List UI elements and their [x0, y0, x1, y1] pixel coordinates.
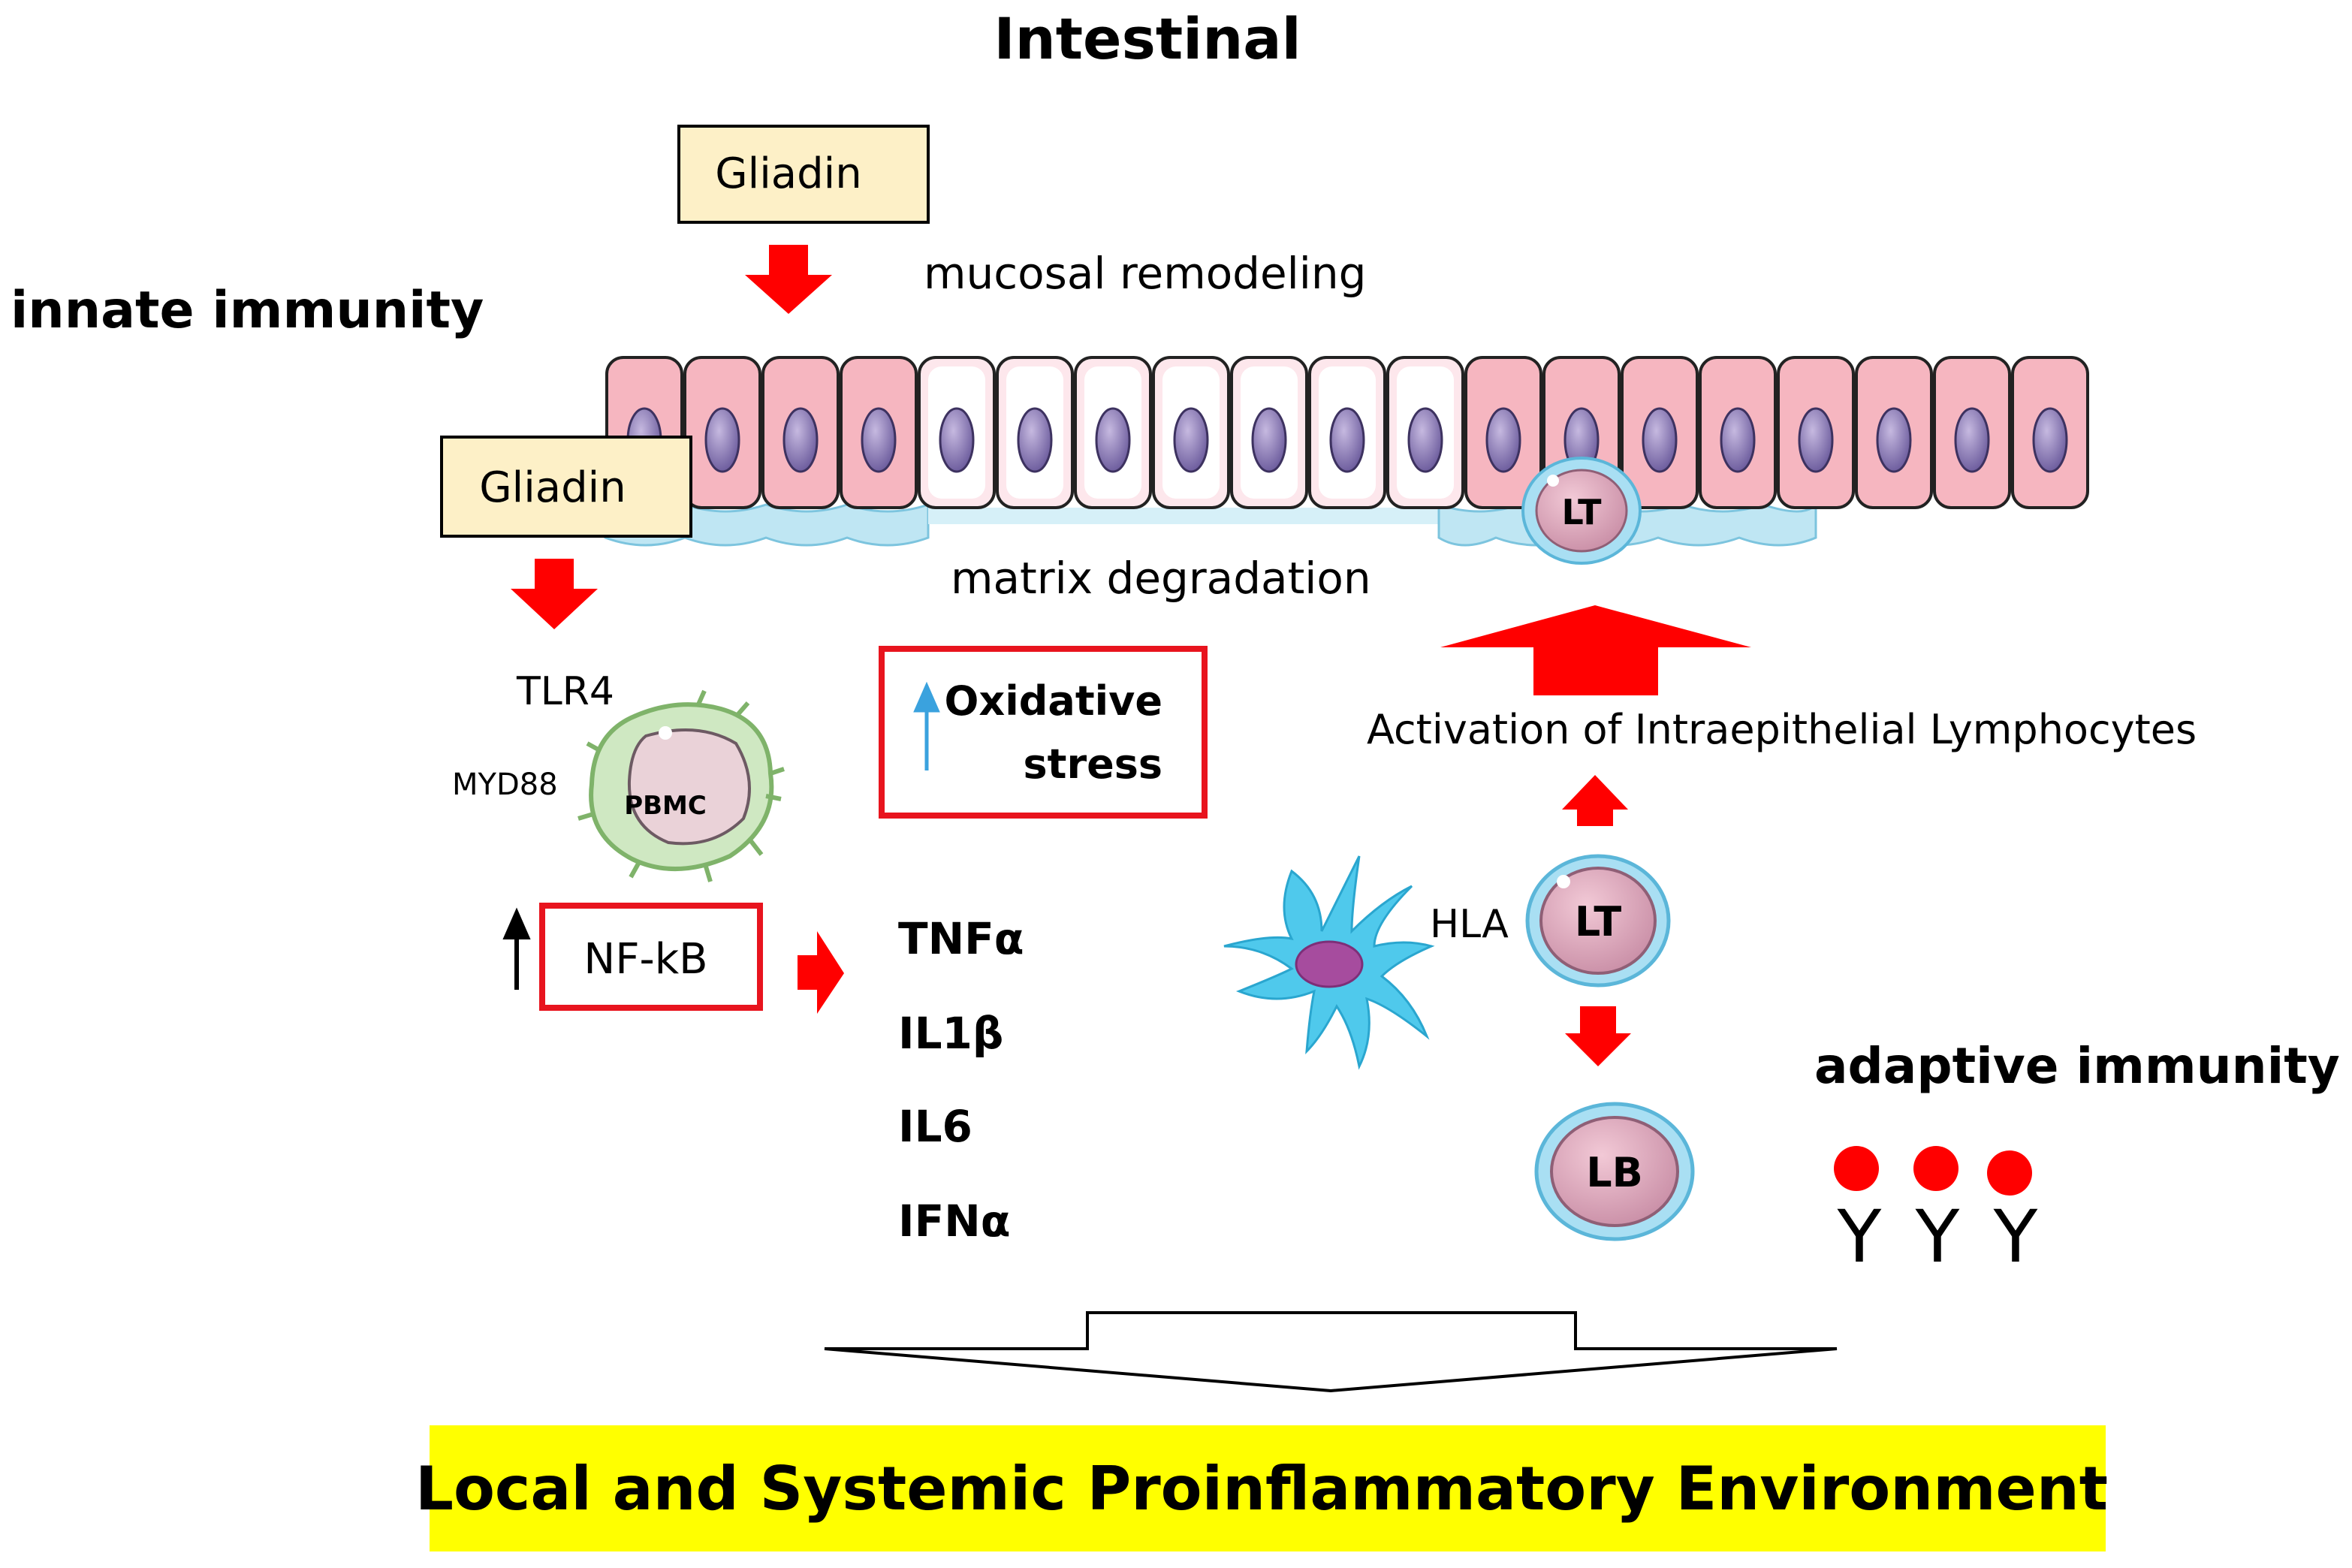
- lt-epithelial-label: LT: [1561, 492, 1602, 532]
- cytokine-il6: IL6: [898, 1101, 972, 1152]
- innate-immunity-label: innate immunity: [11, 281, 484, 340]
- arrow-nfkb-to-cytokines: [798, 931, 844, 1014]
- cell-nucleus: [1798, 407, 1834, 473]
- mucosal-remodeling-label: mucosal remodeling: [924, 248, 1367, 299]
- epithelial-cell: [1933, 356, 2011, 509]
- epithelial-cell: [1777, 356, 1855, 509]
- cell-nucleus: [1017, 407, 1053, 473]
- bottom-banner-text: Local and Systemic Proinflammatory Envir…: [415, 1454, 2108, 1524]
- cell-nucleus: [704, 407, 740, 473]
- oxidative-stress-box: Oxidative stress: [879, 646, 1208, 819]
- activation-label: Activation of Intraepithelial Lymphocyte…: [1367, 706, 2197, 753]
- epithelial-cell: [1464, 356, 1542, 509]
- nfkb-label: NF-kB: [583, 935, 707, 984]
- epithelial-cell: [1855, 356, 1933, 509]
- nfkb-box: NF-kB: [539, 903, 763, 1011]
- oxidative-stress-line1: Oxidative: [945, 677, 1163, 725]
- matrix-degradation-label: matrix degradation: [951, 553, 1371, 604]
- nfkb-up-arrow-icon: [502, 907, 531, 990]
- cell-nucleus: [1642, 407, 1678, 473]
- cell-nucleus: [1407, 407, 1443, 473]
- epithelial-cell: [1699, 356, 1777, 509]
- antibody-2: Y: [1913, 1146, 1960, 1279]
- epithelial-cell: [2011, 356, 2089, 509]
- cell-nucleus: [1329, 407, 1365, 473]
- epithelial-cell-remodeled: [918, 356, 996, 509]
- cell-nucleus: [1095, 407, 1131, 473]
- arrow-gliadin-down: [745, 245, 832, 314]
- cell-nucleus: [939, 407, 975, 473]
- cell-nucleus: [1954, 407, 1990, 473]
- bottom-banner: Local and Systemic Proinflammatory Envir…: [415, 1425, 2108, 1551]
- arrow-lt-to-activation: [1562, 775, 1628, 826]
- intestinal-epithelium: [604, 356, 2089, 547]
- cell-nucleus: [1485, 407, 1521, 473]
- cytokine-list: TNFα IL1β IL6 IFNα: [898, 913, 1024, 1247]
- cell-nucleus: [1876, 407, 1912, 473]
- big-down-arrow: [824, 1311, 1838, 1393]
- oxidative-stress-line2: stress: [1024, 740, 1163, 788]
- epithelial-cell-remodeled: [1386, 356, 1464, 509]
- oxidative-up-arrow-icon: [913, 681, 940, 770]
- epithelial-lymphocyte: LT: [1521, 457, 1642, 565]
- epithelial-cell: [1621, 356, 1699, 509]
- epithelial-cell-remodeled: [1230, 356, 1308, 509]
- arrow-activation-up: [1440, 605, 1751, 695]
- gliadin-label-top: Gliadin: [715, 149, 861, 198]
- epithelial-cell: [840, 356, 918, 509]
- epithelial-cell: [761, 356, 840, 509]
- antibody-glyph-3: Y: [1993, 1195, 2038, 1279]
- cell-nucleus: [1251, 407, 1287, 473]
- lb-label: LB: [1586, 1149, 1643, 1196]
- page-title: Intestinal: [994, 5, 1301, 72]
- epithelial-cell-remodeled: [1308, 356, 1386, 509]
- dendritic-cell: [1223, 855, 1435, 1070]
- epithelial-cell-remodeled: [1074, 356, 1152, 509]
- epithelial-cell-remodeled: [996, 356, 1074, 509]
- gliadin-box-top: Gliadin: [677, 125, 930, 224]
- cell-nucleus: [782, 407, 819, 473]
- antibody-1: Y: [1834, 1146, 1882, 1279]
- gliadin-box-left: Gliadin: [440, 436, 692, 538]
- antibody-group: Y Y Y: [1834, 1146, 2038, 1279]
- gliadin-label-left: Gliadin: [479, 463, 626, 512]
- cell-nucleus: [2032, 407, 2068, 473]
- antibody-3: Y: [1987, 1150, 2038, 1279]
- b-lymphocyte: LB: [1534, 1102, 1695, 1241]
- t-lymphocyte: LT: [1525, 854, 1671, 988]
- pbmc-cell: PBMC: [577, 689, 785, 882]
- adaptive-immunity-label: adaptive immunity: [1814, 1037, 2340, 1095]
- tlr4-label: TLR4: [516, 669, 614, 714]
- antibody-glyph-1: Y: [1837, 1195, 1882, 1279]
- epithelial-cell: [683, 356, 761, 509]
- cytokine-ifna: IFNα: [898, 1196, 1011, 1247]
- epithelial-cell-remodeled: [1152, 356, 1230, 509]
- cytokine-il1b: IL1β: [898, 1008, 1003, 1059]
- basement-membrane-middle: [928, 508, 1439, 524]
- cytokine-tnfa: TNFα: [898, 913, 1024, 964]
- lt-label: LT: [1575, 898, 1621, 945]
- hla-label: HLA: [1430, 902, 1509, 947]
- myd88-label: MYD88: [452, 767, 558, 802]
- cell-nucleus: [1720, 407, 1756, 473]
- antibody-glyph-2: Y: [1915, 1195, 1960, 1279]
- arrow-lt-to-lb: [1565, 1006, 1631, 1066]
- arrow-gliadin-to-tlr4: [511, 559, 598, 629]
- cell-nucleus: [861, 407, 897, 473]
- cell-nucleus: [1173, 407, 1209, 473]
- pbmc-label: PBMC: [624, 791, 707, 821]
